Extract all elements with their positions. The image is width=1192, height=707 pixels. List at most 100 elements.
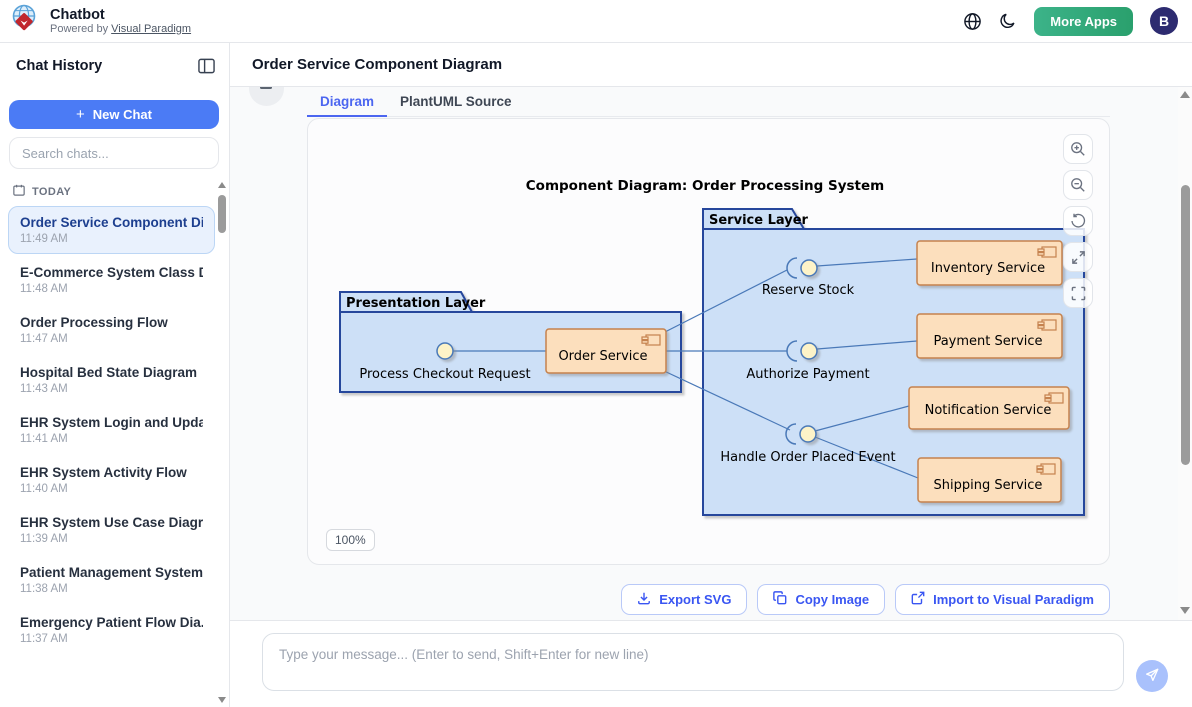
- brand: Chatbot Powered by Visual Paradigm: [10, 3, 191, 39]
- app-header: Chatbot Powered by Visual Paradigm More …: [0, 0, 1192, 43]
- send-button[interactable]: [1136, 660, 1168, 692]
- chat-item-title: EHR System Login and Upda...: [20, 415, 203, 430]
- chat-item-time: 11:47 AM: [20, 333, 68, 345]
- presentation-layer-label: Presentation Layer: [346, 296, 486, 311]
- user-avatar[interactable]: B: [1150, 7, 1178, 35]
- zoom-out-button[interactable]: [1063, 170, 1093, 200]
- today-section-header: TODAY: [0, 179, 229, 206]
- scroll-thumb[interactable]: [218, 195, 226, 233]
- chat-item-title: E-Commerce System Class Di...: [20, 265, 203, 280]
- scroll-up-arrow[interactable]: [218, 182, 226, 188]
- chat-list-item[interactable]: Emergency Patient Flow Dia... 11:37 AM: [8, 606, 215, 654]
- diagram-message-card: Diagram PlantUML Source Component Diagra…: [307, 87, 1110, 615]
- send-plane-icon: [1144, 667, 1160, 686]
- chat-list-item[interactable]: Patient Management System... 11:38 AM: [8, 556, 215, 604]
- download-icon: [637, 591, 651, 608]
- collapse-sidebar-icon[interactable]: [198, 58, 215, 74]
- visual-paradigm-link[interactable]: Visual Paradigm: [111, 22, 192, 35]
- tab-bar: Diagram PlantUML Source: [307, 87, 1110, 117]
- main-scrollbar[interactable]: [1178, 87, 1192, 620]
- socket-arcs: [785, 257, 798, 445]
- sidebar: Chat History + New Chat TODAY Order Serv…: [0, 43, 230, 707]
- chat-list-item[interactable]: EHR System Login and Upda... 11:41 AM: [8, 406, 215, 454]
- chat-list: Order Service Component Di... 11:49 AM E…: [0, 206, 229, 654]
- external-link-icon: [911, 591, 925, 608]
- scroll-thumb[interactable]: [1181, 185, 1190, 465]
- action-buttons: Export SVG Copy Image: [307, 584, 1110, 615]
- notification-service-label: Notification Service: [925, 403, 1052, 418]
- chat-item-time: 11:40 AM: [20, 483, 68, 495]
- component-diagram: Component Diagram: Order Processing Syst…: [339, 178, 1085, 516]
- calendar-icon: [13, 184, 25, 199]
- chat-item-title: Order Service Component Di...: [20, 215, 203, 230]
- chat-item-time: 11:37 AM: [20, 633, 68, 645]
- new-chat-button[interactable]: + New Chat: [9, 100, 219, 129]
- chat-list-item[interactable]: Order Processing Flow 11:47 AM: [8, 306, 215, 354]
- sidebar-scrollbar[interactable]: [217, 179, 227, 707]
- chat-list-item[interactable]: Hospital Bed State Diagram 11:43 AM: [8, 356, 215, 404]
- chat-item-time: 11:48 AM: [20, 283, 68, 295]
- powered-by: Powered by Visual Paradigm: [50, 22, 192, 35]
- diagram-viewer: Component Diagram: Order Processing Syst…: [307, 118, 1110, 565]
- language-globe-icon[interactable]: [963, 12, 982, 31]
- zoom-level-badge: 100%: [326, 529, 375, 551]
- fit-screen-button[interactable]: [1063, 278, 1093, 308]
- page-title: Order Service Component Diagram: [252, 56, 503, 73]
- chat-message-area: Diagram PlantUML Source Component Diagra…: [230, 87, 1192, 620]
- chat-item-title: Patient Management System...: [20, 565, 203, 580]
- chat-item-title: EHR System Use Case Diagram: [20, 515, 203, 530]
- copy-icon: [773, 591, 787, 608]
- export-svg-button[interactable]: Export SVG: [621, 584, 748, 615]
- chat-item-time: 11:41 AM: [20, 433, 68, 445]
- chat-list-item[interactable]: Order Service Component Di... 11:49 AM: [8, 206, 215, 254]
- reserve-stock-label: Reserve Stock: [762, 283, 855, 298]
- handle-order-placed-event-label: Handle Order Placed Event: [720, 450, 895, 465]
- chat-history-title: Chat History: [16, 57, 103, 74]
- inventory-service-component: [916, 240, 1063, 286]
- scroll-down-arrow[interactable]: [1180, 607, 1190, 614]
- payment-service-component: [916, 313, 1063, 359]
- shipping-service-component: [917, 457, 1062, 503]
- chat-list-item[interactable]: EHR System Use Case Diagram 11:39 AM: [8, 506, 215, 554]
- zoom-controls: [1063, 134, 1093, 308]
- shipping-service-label: Shipping Service: [934, 478, 1043, 493]
- message-input[interactable]: [262, 633, 1124, 691]
- service-layer-label: Service Layer: [709, 213, 809, 228]
- message-input-bar: [230, 620, 1192, 707]
- dark-mode-moon-icon[interactable]: [999, 12, 1017, 30]
- notification-service-component: [908, 386, 1070, 430]
- chat-item-title: Order Processing Flow: [20, 315, 168, 330]
- scroll-up-arrow[interactable]: [1180, 91, 1190, 98]
- chat-list-item[interactable]: EHR System Activity Flow 11:40 AM: [8, 456, 215, 504]
- search-input[interactable]: [9, 137, 219, 169]
- copy-image-button[interactable]: Copy Image: [757, 584, 886, 615]
- main-area: Order Service Component Diagram Diagram …: [230, 43, 1192, 707]
- payment-service-label: Payment Service: [933, 334, 1042, 349]
- more-apps-button[interactable]: More Apps: [1034, 6, 1133, 36]
- expand-button[interactable]: [1063, 242, 1093, 272]
- app-title: Chatbot: [50, 6, 105, 23]
- connector-lines: [453, 258, 919, 479]
- component-icons: [641, 246, 1064, 475]
- tab-diagram[interactable]: Diagram: [307, 87, 388, 117]
- zoom-in-button[interactable]: [1063, 134, 1093, 164]
- bot-avatar: [249, 87, 284, 106]
- chat-list-item[interactable]: E-Commerce System Class Di... 11:48 AM: [8, 256, 215, 304]
- visual-paradigm-logo-icon: [10, 3, 41, 39]
- chat-item-title: EHR System Activity Flow: [20, 465, 187, 480]
- authorize-payment-label: Authorize Payment: [746, 367, 869, 382]
- chat-item-time: 11:38 AM: [20, 583, 68, 595]
- plus-icon: +: [76, 106, 85, 123]
- chat-item-time: 11:43 AM: [20, 383, 68, 395]
- order-service-component: [545, 328, 667, 374]
- chat-item-title: Hospital Bed State Diagram: [20, 365, 198, 380]
- chat-item-time: 11:49 AM: [20, 233, 68, 245]
- tab-plantuml-source[interactable]: PlantUML Source: [400, 94, 512, 109]
- chat-item-time: 11:39 AM: [20, 533, 68, 545]
- diagram-title: Component Diagram: Order Processing Syst…: [526, 178, 884, 194]
- scroll-down-arrow[interactable]: [218, 697, 226, 703]
- process-checkout-request-label: Process Checkout Request: [359, 367, 530, 382]
- chat-item-title: Emergency Patient Flow Dia...: [20, 615, 203, 630]
- reset-view-button[interactable]: [1063, 206, 1093, 236]
- import-to-visual-paradigm-button[interactable]: Import to Visual Paradigm: [895, 584, 1110, 615]
